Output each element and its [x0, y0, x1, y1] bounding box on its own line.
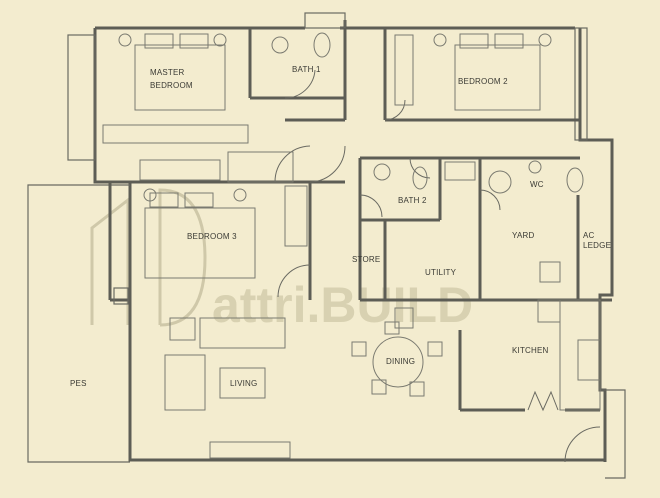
label-dining: DINING — [386, 357, 415, 366]
label-kitchen: KITCHEN — [512, 346, 549, 355]
watermark-text: attri.BUILD — [212, 277, 473, 333]
label-bedroom-3: BEDROOM 3 — [187, 232, 237, 241]
label-store: STORE — [352, 255, 380, 264]
furniture — [102, 32, 601, 459]
label-ac-ledge-2: LEDGE — [583, 241, 611, 250]
label-ac-ledge-1: AC — [583, 231, 595, 240]
label-pes: PES — [70, 379, 87, 388]
doors — [274, 69, 601, 463]
walls — [27, 12, 626, 479]
label-bath-1: BATH 1 — [292, 65, 321, 74]
label-yard: YARD — [512, 231, 534, 240]
label-master-bedroom-2: BEDROOM — [150, 81, 193, 90]
label-wc: WC — [530, 180, 544, 189]
label-bath-2: BATH 2 — [398, 196, 427, 205]
label-bedroom-2: BEDROOM 2 — [458, 77, 508, 86]
room-labels: MASTER BEDROOM BATH 1 BEDROOM 2 BATH 2 W… — [70, 65, 611, 388]
label-utility: UTILITY — [425, 268, 457, 277]
watermark-logo: attri.BUILD — [90, 188, 473, 333]
label-master-bedroom-1: MASTER — [150, 68, 185, 77]
label-living: LIVING — [230, 379, 257, 388]
